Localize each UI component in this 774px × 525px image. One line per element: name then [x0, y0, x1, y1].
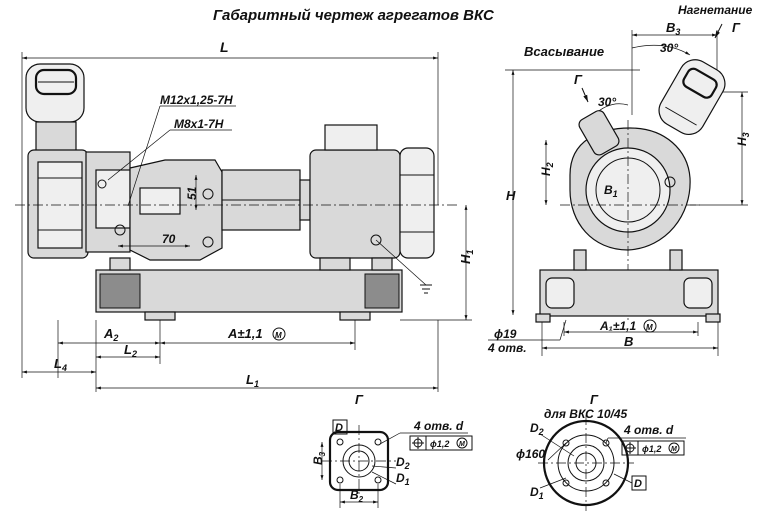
svg-text:M: M [459, 441, 465, 448]
dim-H2-label: H2 [539, 162, 555, 176]
thread2-label: M8x1-7H [174, 117, 224, 131]
svg-text:D: D [335, 422, 343, 434]
svg-text:ϕ1,2: ϕ1,2 [430, 439, 449, 449]
square-holes-label: 4 отв. d [413, 419, 464, 433]
angle-30-top: 30° [660, 41, 678, 55]
svg-text:D: D [634, 478, 642, 490]
detail-round-flange: Г для ВКС 10/45 D2 4 отв. d ϕ1,2 M ϕ160 … [516, 392, 686, 511]
svg-text:ϕ1,2: ϕ1,2 [642, 444, 661, 454]
square-tol-frame [409, 435, 473, 451]
dim-H1-label: H1 [458, 250, 475, 264]
coupling-guard [139, 187, 181, 215]
round-holes-label: 4 отв. d [623, 423, 674, 437]
dim-L-label: L [220, 39, 229, 55]
dim-L2-label: L2 [124, 342, 137, 359]
dim-A-label: A±1,1 [227, 326, 263, 341]
inlet-port [34, 68, 78, 96]
datum-D-box [332, 419, 348, 435]
svg-text:M: M [275, 331, 282, 340]
round-tol-frame [621, 440, 685, 456]
label-nagnetanie: Нагнетание [678, 3, 753, 17]
view-mark-G1: Г [732, 20, 741, 35]
dim-A1-label: A₁±1,1 [599, 319, 636, 333]
dim-B1-label: B1 [604, 183, 618, 199]
dim-L1-label: L1 [246, 372, 259, 389]
dim-H-label: H [506, 188, 516, 203]
square-D1-label: D1 [396, 471, 410, 487]
drawing-title: Габаритный чертеж агрегатов ВКС [213, 7, 495, 24]
dim-A2-label: A2 [103, 326, 118, 343]
hole-phi19-label: ϕ19 [494, 327, 517, 341]
dim-51-label: 51 [185, 186, 199, 200]
terminal-box [324, 124, 378, 151]
discharge-nozzle [658, 59, 726, 135]
inlet-neck [35, 121, 77, 153]
thread1-label: M12x1,25-7H [160, 93, 233, 107]
square-D2-label: D2 [396, 455, 410, 471]
angle-30-side: 30° [598, 95, 616, 109]
bolt-1 [202, 188, 214, 200]
round-D2-label: D2 [530, 421, 544, 437]
detail-square-view: Г [355, 392, 364, 407]
square-B3-label: B3 [311, 451, 327, 465]
dim-B-label: B [624, 334, 633, 349]
svg-text:M: M [646, 323, 653, 332]
square-B2-label: B2 [350, 488, 364, 504]
electric-motor [309, 149, 401, 259]
suction-nozzle [578, 110, 620, 156]
dim-B3-label: B3 [666, 20, 680, 37]
drain-plug [114, 224, 126, 236]
dim-L4-label: L4 [54, 356, 67, 373]
front-view: Нагнетание Г Всасывание B3 30° H H2 H3 Г… [487, 3, 753, 356]
view-mark-G2: Г [574, 72, 583, 87]
motor-fan-cover [399, 147, 435, 259]
round-D1-label: D1 [530, 485, 544, 501]
side-view: L [15, 39, 475, 392]
bolt-2 [202, 236, 214, 248]
detail-round-subtitle: для ВКС 10/45 [544, 407, 628, 421]
base-frame [95, 269, 403, 313]
round-phi160-label: ϕ160 [516, 447, 545, 461]
detail-round-view: Г [590, 392, 599, 407]
detail-square-flange: Г D 4 отв. d ϕ1,2 M D2 D1 B3 B2 [311, 392, 473, 508]
bearing-housing [95, 169, 131, 229]
ground-bolt [370, 234, 382, 246]
holes-4-label: 4 отв. [487, 341, 527, 355]
label-vsasyvanie: Всасывание [524, 44, 604, 59]
dim-H3-label: H3 [735, 132, 751, 146]
dim-70-label: 70 [162, 232, 176, 246]
svg-text:M: M [671, 446, 677, 453]
